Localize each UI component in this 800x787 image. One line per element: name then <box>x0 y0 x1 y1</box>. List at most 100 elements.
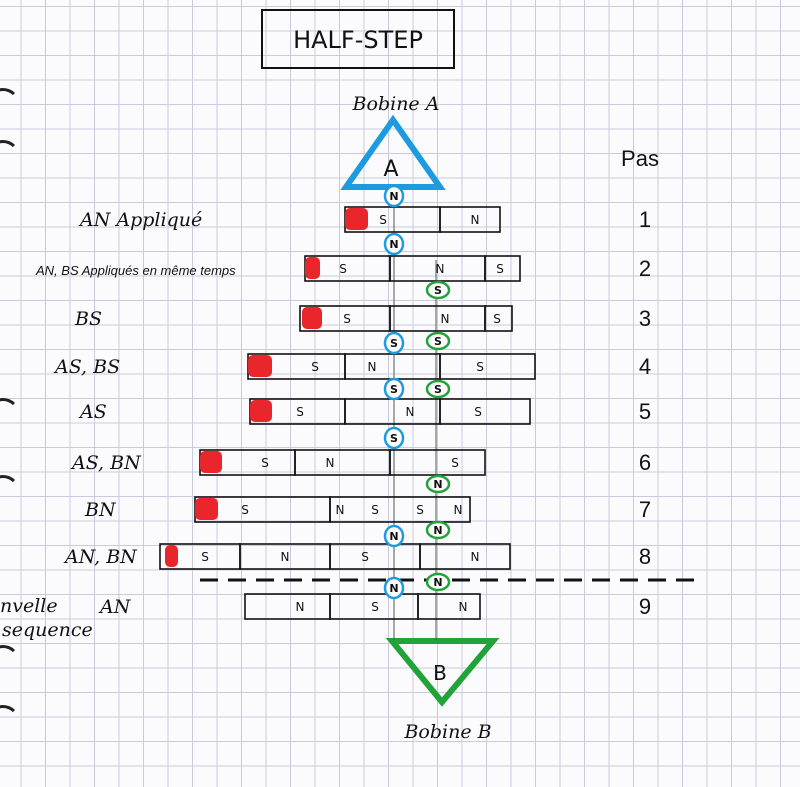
step-number: 8 <box>639 544 651 569</box>
coil-b-ring-pole: S <box>434 284 442 297</box>
step-row: AN, BS Appliqués en même temps S N S 2 <box>35 255 651 282</box>
pole-label: N <box>326 456 335 470</box>
pole-label: N <box>336 503 345 517</box>
pole-label: S <box>361 550 369 564</box>
title-box <box>261 9 455 69</box>
pole-label: N <box>368 360 377 374</box>
coil-a-label: Bobine A <box>352 93 440 115</box>
magnet-segment <box>329 496 471 523</box>
coil-b-ring-circle <box>425 379 451 399</box>
coil-b-ring-circle <box>425 331 451 351</box>
magnet-segment <box>439 353 536 380</box>
coil-a-ring-pole: S <box>390 432 398 445</box>
coil-a-ring: N <box>383 232 405 256</box>
coil-a-ring-circle <box>383 184 405 208</box>
coil-a-ring-circle <box>383 426 405 450</box>
magnet-segment <box>484 305 513 332</box>
coil-b-ring: S <box>425 331 451 351</box>
pole-label: S <box>343 312 351 326</box>
step-number: 5 <box>639 399 651 424</box>
coil-a-ring-circle <box>383 524 405 548</box>
step-row: AN, BN S N S N 8 <box>63 543 651 570</box>
magnet-segment <box>389 305 486 332</box>
pole-label: S <box>371 503 379 517</box>
row-label: AN, BS Appliqués en même temps <box>35 263 236 278</box>
coil-a-ring-circle <box>383 377 405 401</box>
coil-a-ring: N <box>383 184 405 208</box>
coil-b-ring: N <box>425 572 451 592</box>
coil-b-ring-circle <box>425 520 451 540</box>
magnet-segment <box>329 543 421 570</box>
pole-label: S <box>474 405 482 419</box>
binder-hole <box>0 475 20 509</box>
row-label: AN <box>98 596 132 618</box>
row-label: AS, BS <box>53 356 120 378</box>
magnet-segment <box>417 593 481 620</box>
coil-a-ring: S <box>383 426 405 450</box>
pole-label: S <box>241 503 249 517</box>
pole-label: S <box>339 262 347 276</box>
coil-a-ring-pole: N <box>389 190 398 203</box>
magnet-segment <box>439 206 501 233</box>
rotor-marker <box>250 400 272 422</box>
rotor-marker <box>305 257 320 279</box>
magnet-segment <box>244 593 331 620</box>
new-sequence-label-1: nvelle <box>0 595 58 617</box>
row-label: BS <box>74 308 102 330</box>
coil-b-ring-pole: S <box>434 383 442 396</box>
coil-b-ring-pole: N <box>433 524 442 537</box>
coil-b-ring: N <box>425 520 451 540</box>
row-label: AN, BN <box>63 546 138 568</box>
pole-label: S <box>496 262 504 276</box>
row-label: AS <box>78 401 107 423</box>
row-label: BN <box>84 499 117 521</box>
pole-label: S <box>371 600 379 614</box>
row-label: AS, BN <box>70 452 142 474</box>
binder-hole <box>0 398 20 432</box>
coil-b-ring: N <box>425 474 451 494</box>
pole-label: S <box>416 503 424 517</box>
rotor-marker <box>345 208 368 230</box>
rotor-marker <box>195 498 218 520</box>
pole-label: N <box>281 550 290 564</box>
magnet-segment <box>484 255 521 282</box>
coil-a-ring: S <box>383 331 405 355</box>
coil-a-ring-pole: N <box>389 238 398 251</box>
pole-label: N <box>441 312 450 326</box>
coil-a-ring-circle <box>383 576 405 600</box>
pole-label: S <box>311 360 319 374</box>
pole-label: N <box>471 550 480 564</box>
step-number: 2 <box>639 256 651 281</box>
rotor-marker <box>248 355 272 377</box>
rotor-marker <box>302 307 322 329</box>
step-number: 1 <box>639 207 651 232</box>
new-sequence-label-2: sequence <box>2 619 93 641</box>
coil-b-ring-circle <box>425 280 451 300</box>
pole-label: N <box>296 600 305 614</box>
row-label: AN Appliqué <box>78 209 202 231</box>
coil-a-ring: S <box>383 377 405 401</box>
step-row: AS, BS S N S 4 <box>53 353 651 380</box>
step-number: 6 <box>639 450 651 475</box>
pole-label: S <box>476 360 484 374</box>
step-number: 7 <box>639 497 651 522</box>
binder-hole <box>0 705 20 739</box>
coil-a-ring-pole: N <box>389 530 398 543</box>
pole-label: N <box>436 262 445 276</box>
coil-b-letter: B <box>433 661 447 685</box>
pole-label: S <box>201 550 209 564</box>
pole-label: S <box>451 456 459 470</box>
pole-label: N <box>471 213 480 227</box>
pole-label: S <box>296 405 304 419</box>
magnet-segment <box>389 449 486 476</box>
coil-b-ring-circle <box>425 474 451 494</box>
step-number: 4 <box>639 354 651 379</box>
rotor-marker <box>165 545 178 567</box>
step-number: 9 <box>639 594 651 619</box>
